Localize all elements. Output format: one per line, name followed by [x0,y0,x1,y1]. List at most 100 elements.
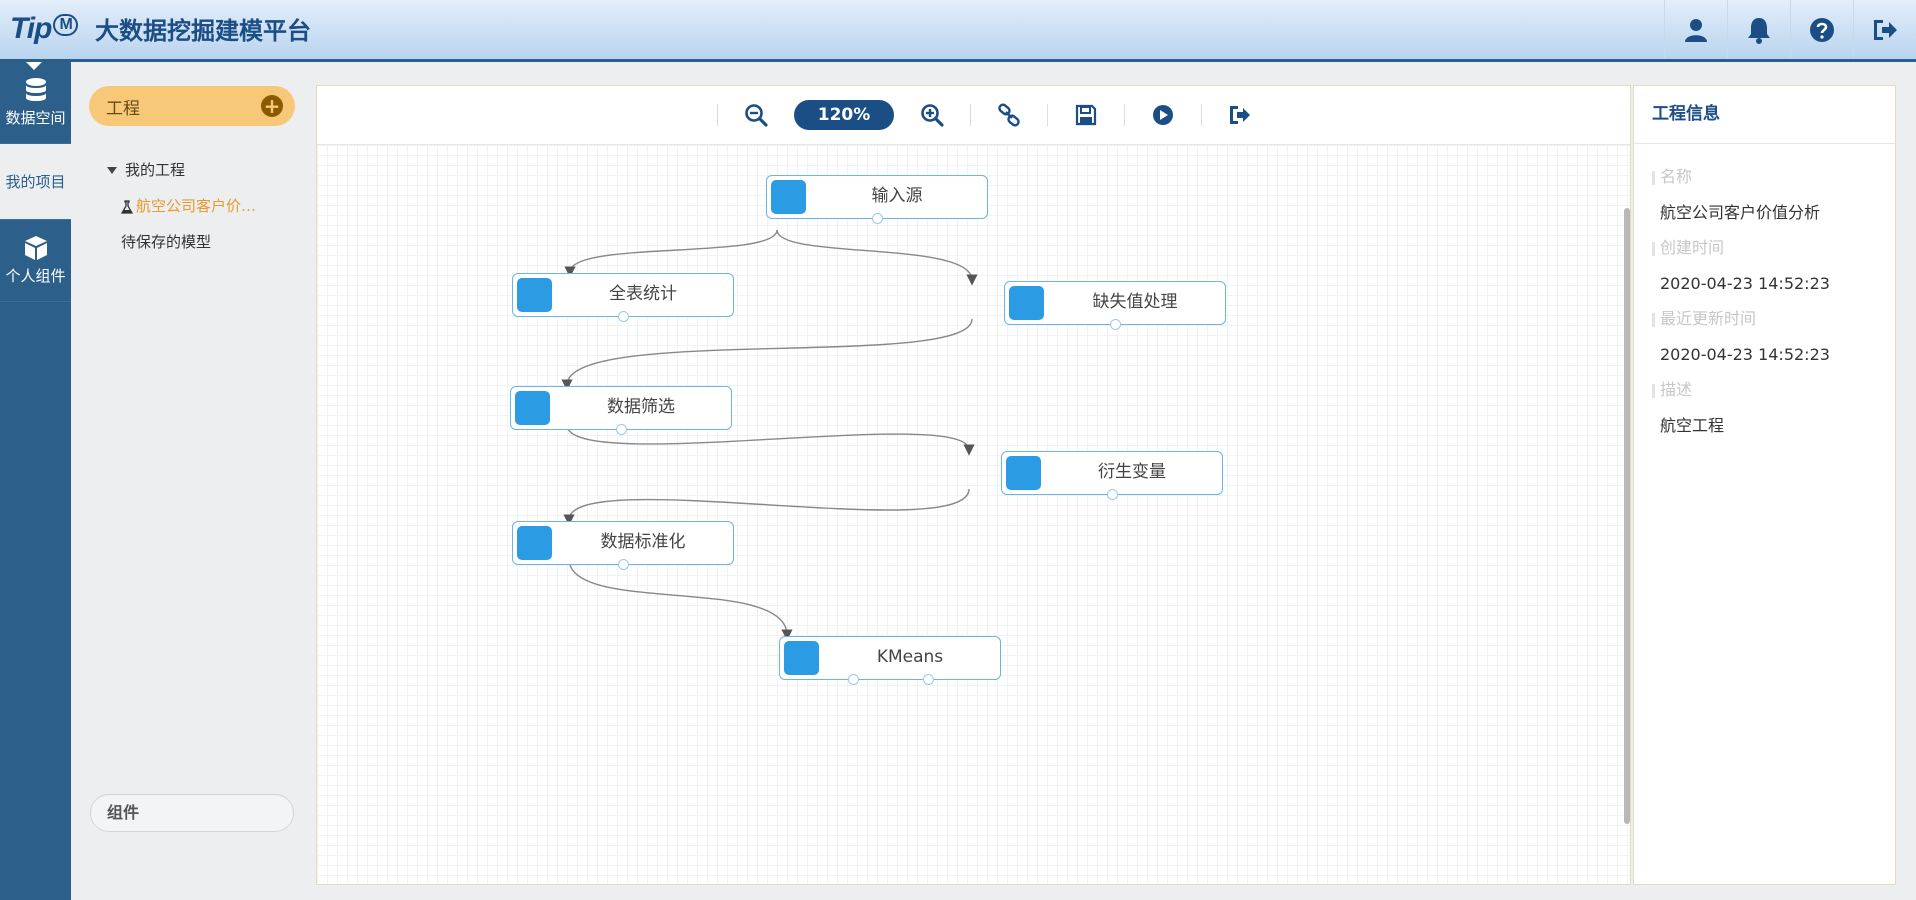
link-button[interactable] [995,101,1023,129]
info-name-label: 名称 [1652,160,1895,194]
nav-label: 个人组件 [5,267,66,285]
tree-node-active-project[interactable]: 航空公司客户价… [107,188,256,224]
edge-input-to-missing [776,229,978,286]
info-created-value: 2020-04-23 14:52:23 [1660,274,1830,293]
tree-node-label: 待保存的模型 [121,233,212,251]
node-label: 缺失值处理 [1092,292,1178,312]
edge-derive-to-normalize [563,488,970,526]
flow-edges [561,229,978,641]
info-created-label: 创建时间 [1652,231,1895,265]
notification-button[interactable] [1727,0,1790,59]
exit-icon [1230,106,1250,124]
node-label: 数据筛选 [607,397,675,417]
tree-node-my-projects[interactable]: 我的工程 [107,152,256,188]
save-button[interactable] [1072,101,1100,129]
exit-canvas-button[interactable] [1226,101,1254,129]
flow-node-data-filter[interactable]: 数据筛选 [510,386,732,435]
edge-input-to-stats [564,229,778,278]
info-name-value: 航空公司客户价值分析 [1660,203,1821,222]
database-icon [25,78,46,101]
nav-personal-components[interactable]: 个人组件 [0,220,71,302]
node-icon [517,526,552,560]
output-port[interactable] [923,674,934,685]
project-section-title: 工程 [106,98,140,119]
node-icon [771,180,806,214]
flow-node-data-normalize[interactable]: 数据标准化 [512,521,734,570]
flask-icon [120,199,134,214]
project-tree: 我的工程 航空公司客户价… 待保存的模型 [107,152,256,260]
output-port[interactable] [872,213,883,224]
flow-canvas-panel: 120% [316,85,1631,885]
nav-caret-indicator [26,62,42,70]
flow-node-missing-value[interactable]: 缺失值处理 [1004,281,1226,330]
info-desc-label: 描述 [1652,373,1895,407]
flow-node-input-source[interactable]: 输入源 [766,175,988,224]
save-icon [1075,104,1097,126]
nav-data-space[interactable]: 数据空间 [0,62,71,144]
logout-icon [1874,19,1897,40]
app-title: 大数据挖掘建模平台 [95,17,311,45]
toolbar-divider [1124,104,1125,126]
node-label: 输入源 [871,186,923,206]
canvas-scrollbar[interactable] [1624,208,1630,824]
zoom-out-button[interactable] [742,101,770,129]
run-icon [1153,105,1173,125]
left-nav-rail: 数据空间 我的项目 个人组件 [0,62,71,900]
node-icon [784,641,819,675]
output-port[interactable] [1110,319,1121,330]
node-label: 衍生变量 [1098,462,1166,482]
node-icon [1006,456,1041,490]
canvas-toolbar: 120% [317,86,1630,145]
toolbar-divider [1047,104,1048,126]
edge-missing-to-filter [561,318,973,391]
node-label: 全表统计 [609,284,677,304]
toolbar-divider [1201,104,1202,126]
add-project-button[interactable]: + [261,95,283,117]
flow-node-derived-variable[interactable]: 衍生变量 [1001,451,1223,500]
node-label: KMeans [876,647,944,667]
node-icon [515,391,550,425]
project-info-panel: 工程信息 名称 航空公司客户价值分析 创建时间 2020-04-23 14:52… [1633,85,1896,885]
info-updated-label: 最近更新时间 [1652,302,1895,336]
info-panel-title: 工程信息 [1634,86,1895,144]
nav-label: 我的项目 [5,173,66,191]
user-button[interactable] [1664,0,1727,59]
canvas-grid[interactable]: 输入源 全表统计 缺失值处理 数据筛选 衍生变量 数据标准化 [317,145,1630,884]
tree-node-label: 我的工程 [125,161,186,179]
edge-filter-to-derive [566,424,975,456]
edge-normalize-to-kmeans [568,558,793,641]
logout-button[interactable] [1853,0,1916,59]
output-port[interactable] [616,424,627,435]
nav-my-projects[interactable]: 我的项目 [0,144,71,220]
header-actions [1664,0,1916,59]
flow-node-kmeans[interactable]: KMeans [779,636,1001,685]
toolbar-divider [970,104,971,126]
zoom-in-button[interactable] [918,101,946,129]
bell-icon [1748,17,1770,44]
output-port[interactable] [618,311,629,322]
user-icon [1685,18,1707,42]
output-port[interactable] [1107,489,1118,500]
output-port[interactable] [848,674,859,685]
caret-down-icon[interactable] [107,167,117,174]
project-section-header[interactable]: 工程 + [89,86,295,126]
info-panel-body: 名称 航空公司客户价值分析 创建时间 2020-04-23 14:52:23 最… [1634,144,1895,444]
tree-node-label: 航空公司客户价… [136,197,257,215]
component-section-header[interactable]: 组件 [90,794,294,832]
node-label: 数据标准化 [600,532,686,552]
run-button[interactable] [1149,101,1177,129]
zoom-level-indicator[interactable]: 120% [794,100,894,130]
info-desc-value: 航空工程 [1660,416,1725,435]
tree-node-pending-models[interactable]: 待保存的模型 [107,224,256,260]
flow-node-table-stats[interactable]: 全表统计 [512,273,734,322]
zoom-in-icon [921,104,944,127]
link-icon [998,103,1020,127]
cube-icon [24,236,47,260]
output-port[interactable] [618,559,629,570]
info-updated-value: 2020-04-23 14:52:23 [1660,345,1830,364]
logo-text: Tip [10,12,52,45]
project-panel: 工程 + 我的工程 航空公司客户价… 待保存的模型 组件 [71,62,311,900]
help-icon [1810,17,1834,42]
help-button[interactable] [1790,0,1853,59]
